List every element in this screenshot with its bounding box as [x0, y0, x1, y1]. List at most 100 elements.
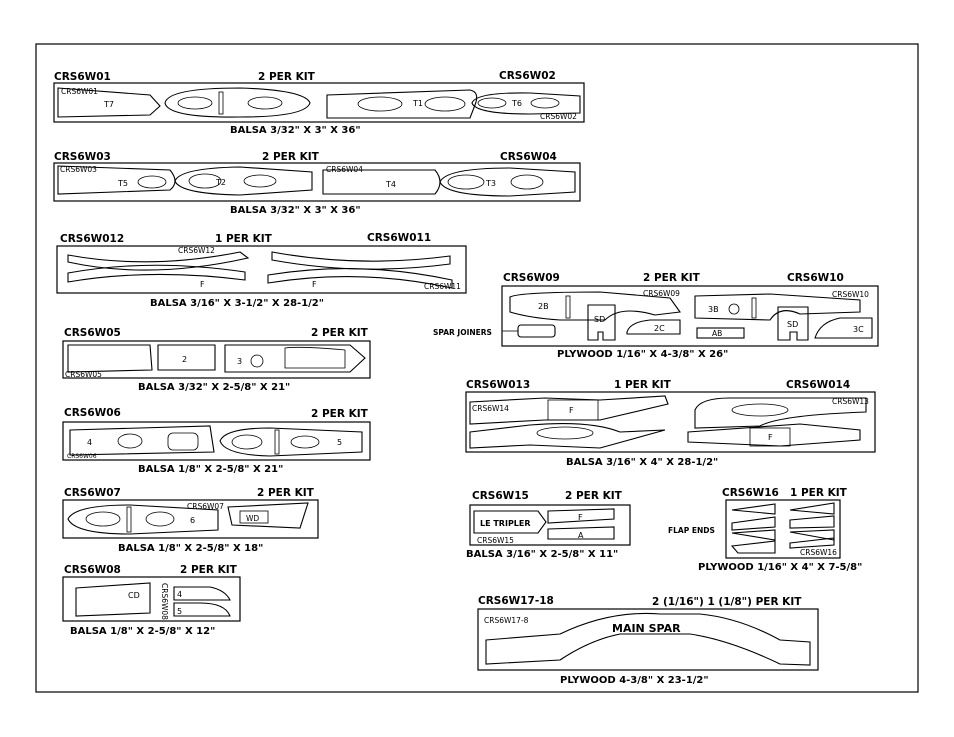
sheet-code-left: CRS6W15: [472, 490, 529, 502]
part-mark: WD: [246, 514, 259, 523]
rib-part: [322, 169, 441, 195]
lightening-hole: [447, 174, 485, 190]
part-mark: SD: [787, 320, 798, 329]
part-mark: CRS6W04: [326, 165, 363, 174]
part-mark: T6: [511, 99, 522, 108]
sheet-code-right: CRS6W10: [787, 272, 844, 284]
part-mark: AB: [712, 329, 722, 338]
rib-part: [547, 399, 599, 421]
sheet-material: BALSA 1/8" X 2-5/8" X 18": [118, 543, 263, 554]
main-spar-part: [485, 612, 811, 666]
part-mark: CRS6W07: [187, 502, 224, 511]
rib-part: [75, 582, 151, 617]
spar-part: [687, 423, 861, 447]
rib-part: [164, 87, 311, 118]
sheet-qty: 2 PER KIT: [180, 564, 238, 576]
part-mark: 4: [87, 438, 92, 447]
rib-part: [284, 346, 346, 369]
sheet-material: BALSA 3/32" X 2-5/8" X 21": [138, 382, 290, 393]
part-mark: 2C: [654, 324, 665, 333]
part-mark: F: [768, 433, 773, 442]
lightening-hole: [728, 303, 740, 315]
lightening-hole: [536, 426, 594, 440]
sheet-crs6w013: CRS6W013 1 PER KIT CRS6W014 CRS6W14 F CR…: [465, 379, 876, 468]
spar-part: [271, 251, 451, 270]
sheet-qty: 2 (1/16") 1 (1/8") PER KIT: [652, 596, 802, 608]
spar-part: [694, 397, 867, 429]
le-tripler-part: [473, 510, 547, 534]
part-mark: T3: [485, 179, 496, 188]
rib-part: [547, 526, 615, 540]
part-mark: CRS6W02: [540, 112, 577, 121]
sheet-qty: 2 PER KIT: [262, 151, 320, 163]
rib-part: [157, 344, 216, 371]
flap-end-part: [789, 502, 835, 515]
part-mark: CRS6W08: [160, 583, 169, 620]
lightening-hole: [117, 433, 143, 449]
sheet-outline: [469, 504, 631, 546]
sheet-code-right: CRS6W04: [500, 151, 557, 163]
sheet-outline: [62, 421, 371, 461]
sheet-qty: 2 PER KIT: [311, 408, 369, 420]
part-mark: F: [569, 406, 574, 415]
flap-end-part: [731, 516, 776, 531]
part-mark: A: [578, 531, 584, 540]
lightening-hole: [177, 96, 213, 110]
sheet-outline: [56, 245, 467, 294]
sheet-code-left: CRS6W05: [64, 327, 121, 339]
part-mark: CD: [128, 591, 140, 600]
part-mark: 3: [237, 357, 242, 366]
lightening-hole: [231, 434, 263, 450]
part-mark: 3B: [708, 305, 719, 314]
part-mark: LE TRIPLER: [480, 519, 531, 528]
part-mark: CRS6W06: [67, 453, 97, 460]
rib-part: [626, 319, 681, 335]
rib-part: [173, 602, 231, 617]
sheet-code-left: CRS6W03: [54, 151, 111, 163]
spar-notch: [751, 297, 757, 319]
flap-end-part: [789, 537, 835, 549]
sheet-material: PLYWOOD 1/16" X 4-3/8" X 26": [557, 349, 728, 360]
callout-label: FLAP ENDS: [668, 526, 715, 535]
part-mark: 6: [190, 516, 195, 525]
sheet-code-left: CRS6W07: [64, 487, 121, 499]
flap-end-part: [789, 529, 835, 541]
lightening-hole: [290, 435, 320, 449]
sheet-outline: [53, 82, 585, 123]
spar-notch: [565, 295, 571, 319]
spar-joiner-part: [517, 324, 556, 338]
sheet-material: BALSA 1/8" X 2-5/8" X 21": [138, 464, 283, 475]
sheet-crs6w012: CRS6W012 1 PER KIT CRS6W011 CRS6W12 F F …: [56, 232, 467, 309]
part-mark: T5: [117, 179, 128, 188]
part-mark: F: [312, 280, 317, 289]
sheet-crs6w16: CRS6W16 1 PER KIT FLAP ENDS CRS6W16 PLYW…: [668, 487, 862, 573]
spar-part: [67, 251, 250, 271]
spar-notch: [126, 506, 132, 533]
sheet-code-right: CRS6W011: [367, 232, 431, 244]
sheet-code-left: CRS6W01: [54, 71, 111, 83]
sheet-qty: 1 PER KIT: [790, 487, 848, 499]
part-mark: 5: [177, 607, 182, 616]
part-mark: 3C: [853, 325, 864, 334]
sheet-material: BALSA 3/16" X 4" X 28-1/2": [566, 457, 718, 468]
part-mark: CRS6W11: [424, 282, 461, 291]
sheet-material: PLYWOOD 4-3/8" X 23-1/2": [560, 675, 709, 686]
rib-part: [814, 317, 873, 339]
part-title: MAIN SPAR: [612, 622, 681, 635]
sheet-code-left: CRS6W09: [503, 272, 560, 284]
part-mark: CRS6W03: [60, 165, 97, 174]
sheet-material: BALSA 3/32" X 3" X 36": [230, 125, 361, 136]
part-mark: F: [200, 280, 205, 289]
spar-part: [469, 422, 666, 449]
spar-part: [469, 395, 669, 425]
rib-part: [777, 306, 809, 341]
sheet-code-left: CRS6W06: [64, 407, 121, 419]
sheet-outline: [62, 499, 319, 539]
sheet-crs6w07: CRS6W07 2 PER KIT 6 CRS6W07 WD BALSA 1/8…: [62, 487, 319, 554]
sheet-qty: 2 PER KIT: [258, 71, 316, 83]
lightening-hole: [85, 511, 121, 527]
rib-part: [219, 427, 363, 457]
part-mark: CRS6W05: [65, 370, 102, 379]
part-mark: CRS6W09: [643, 289, 680, 298]
sheet-material: BALSA 3/16" X 2-5/8" X 11": [466, 549, 618, 560]
